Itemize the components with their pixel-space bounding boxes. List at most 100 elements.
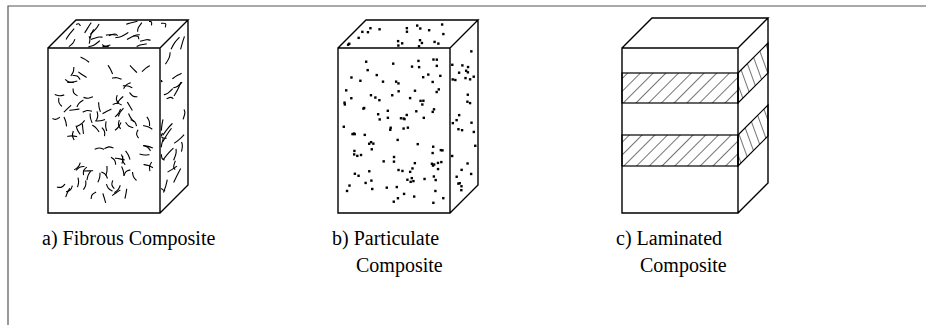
particle — [372, 142, 374, 144]
particle — [382, 160, 384, 162]
particle — [458, 72, 460, 74]
particle — [438, 88, 440, 90]
particle — [451, 64, 453, 66]
fiber — [163, 180, 167, 193]
particle — [359, 80, 361, 82]
particle — [437, 162, 439, 164]
fiber — [115, 123, 121, 131]
fiber — [64, 105, 71, 112]
particle — [407, 126, 409, 128]
fiber — [103, 193, 106, 203]
fiber — [106, 121, 107, 131]
fiber — [71, 67, 74, 76]
fiber — [130, 65, 137, 72]
particle — [452, 78, 454, 80]
particle — [362, 107, 364, 109]
particle — [418, 66, 420, 68]
particle — [346, 190, 348, 192]
particle — [364, 134, 366, 136]
particle — [353, 133, 355, 135]
fiber — [103, 109, 112, 114]
fiber — [98, 173, 100, 182]
fiber — [130, 92, 138, 96]
particle — [401, 170, 403, 172]
particle — [467, 66, 469, 68]
particle — [397, 197, 399, 199]
particle — [343, 126, 345, 128]
fiber — [59, 98, 62, 106]
fiber — [102, 45, 110, 47]
particle — [457, 128, 459, 130]
fiber — [74, 163, 80, 170]
fiber — [138, 23, 142, 32]
fiber — [77, 100, 84, 107]
particle — [350, 97, 352, 99]
particle — [397, 90, 399, 92]
fiber — [90, 24, 99, 35]
fiber — [149, 21, 152, 25]
particle — [403, 118, 405, 120]
particle — [411, 167, 413, 169]
particle — [393, 160, 395, 162]
frame-line — [8, 6, 926, 325]
particle — [348, 184, 350, 186]
particle — [423, 178, 425, 180]
particle — [460, 169, 462, 171]
fiber — [165, 52, 170, 64]
particle — [369, 27, 371, 29]
fiber — [87, 171, 91, 180]
particle — [434, 179, 436, 181]
fiber — [106, 184, 112, 191]
particle — [467, 94, 469, 96]
particle — [458, 114, 460, 116]
fiber — [66, 188, 70, 197]
particle — [397, 82, 399, 84]
particle — [391, 94, 393, 96]
fiber — [73, 88, 77, 95]
particle — [365, 61, 367, 63]
particle — [436, 58, 438, 60]
particle — [461, 129, 463, 131]
fiber — [126, 122, 134, 127]
particle — [411, 65, 413, 67]
fiber — [82, 124, 83, 134]
particle — [427, 73, 429, 75]
fiber — [131, 120, 137, 126]
particle — [396, 186, 398, 188]
fiber — [137, 130, 139, 138]
particle — [371, 188, 373, 190]
particle — [396, 139, 398, 141]
fiber — [66, 29, 74, 40]
particle — [470, 50, 472, 52]
fiber — [127, 102, 132, 111]
particle — [470, 122, 472, 124]
particle — [397, 40, 399, 42]
particle — [389, 127, 391, 129]
particle — [382, 80, 384, 82]
fiber — [83, 181, 85, 190]
fiber — [108, 65, 113, 74]
particle — [464, 77, 466, 79]
fiber — [122, 166, 124, 175]
fiber — [69, 109, 79, 110]
fiber — [172, 73, 181, 78]
particle — [409, 171, 411, 173]
particle — [357, 175, 359, 177]
particle — [467, 71, 469, 73]
particle — [406, 31, 408, 33]
fiber — [112, 190, 120, 196]
fiber — [140, 154, 150, 156]
particle — [378, 118, 380, 120]
particle — [402, 127, 404, 129]
fiber — [112, 180, 115, 188]
particle — [435, 91, 437, 93]
particle — [474, 145, 476, 147]
fiber — [161, 133, 163, 136]
fiber — [92, 125, 99, 132]
particle — [417, 143, 419, 145]
fiber — [143, 145, 150, 151]
particle — [377, 113, 379, 115]
fiber — [133, 36, 139, 39]
particle — [406, 114, 408, 116]
particle — [345, 89, 347, 91]
